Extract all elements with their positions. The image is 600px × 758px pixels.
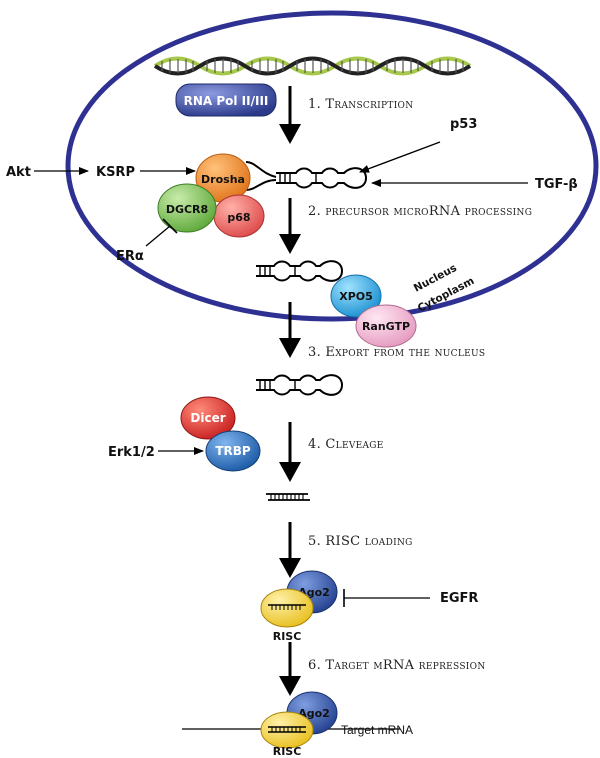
erk-label: Erk1/2 bbox=[108, 445, 155, 460]
rangtp-node bbox=[355, 304, 417, 348]
trbp-label: TRBP bbox=[215, 444, 251, 458]
p53-label: p53 bbox=[450, 117, 477, 132]
p53-arrow bbox=[359, 141, 441, 173]
drosha-label: Drosha bbox=[201, 173, 245, 186]
egfr-label: EGFR bbox=[440, 591, 478, 606]
p68-label: p68 bbox=[227, 211, 250, 224]
risc-node-target bbox=[260, 711, 314, 749]
risc-target-duplex-icon bbox=[268, 726, 306, 732]
pathway-arrows bbox=[279, 86, 301, 696]
step-5-label: 5. RISC loading bbox=[308, 534, 413, 549]
step-3-label: 3. Export from the nucleus bbox=[308, 345, 485, 360]
target-mrna-label: Target mRNA bbox=[341, 723, 413, 737]
step-2-label: 2. precursor microRNA processing bbox=[308, 204, 532, 219]
dna-helix-icon bbox=[153, 56, 472, 76]
akt-label: Akt bbox=[6, 165, 31, 180]
xpo5-label: XPO5 bbox=[339, 290, 373, 303]
xpo5-node bbox=[330, 274, 382, 318]
er-alpha-label: ERα bbox=[116, 249, 144, 264]
rangtp-label: RanGTP bbox=[362, 320, 410, 333]
risc-node-loading bbox=[260, 588, 314, 628]
risc-label-loading: RISC bbox=[273, 630, 302, 643]
ago2-label-target: Ago2 bbox=[298, 707, 330, 720]
step-4-label: 4. Cleveage bbox=[308, 437, 384, 452]
er-alpha-inhibition-line bbox=[145, 225, 171, 247]
tgf-beta-label: TGF-β bbox=[535, 177, 578, 192]
dgcr8-label: DGCR8 bbox=[166, 203, 208, 216]
risc-label-target: RISC bbox=[273, 745, 302, 758]
pre-mirna-cytoplasm-icon bbox=[256, 374, 344, 396]
risc-loaded-duplex-icon bbox=[268, 604, 306, 610]
dicer-node bbox=[180, 396, 236, 440]
step-1-label: 1. Transcription bbox=[308, 97, 413, 112]
dicer-label: Dicer bbox=[190, 411, 225, 425]
pri-mirna-hairpin-icon bbox=[245, 161, 368, 191]
step-6-label: 6. Target mRNA repression bbox=[308, 658, 486, 673]
rna-polymerase-node bbox=[175, 83, 277, 117]
dgcr8-node bbox=[157, 183, 217, 233]
pre-mirna-nucleus-icon bbox=[256, 260, 344, 282]
mirna-duplex-icon bbox=[266, 493, 310, 501]
rna-pol-label: RNA Pol II/III bbox=[184, 94, 269, 108]
er-alpha-inhibition-bar bbox=[162, 218, 178, 234]
trbp-node bbox=[205, 430, 261, 472]
ksrp-label: KSRP bbox=[96, 165, 135, 180]
nucleus-membrane bbox=[65, 10, 599, 322]
